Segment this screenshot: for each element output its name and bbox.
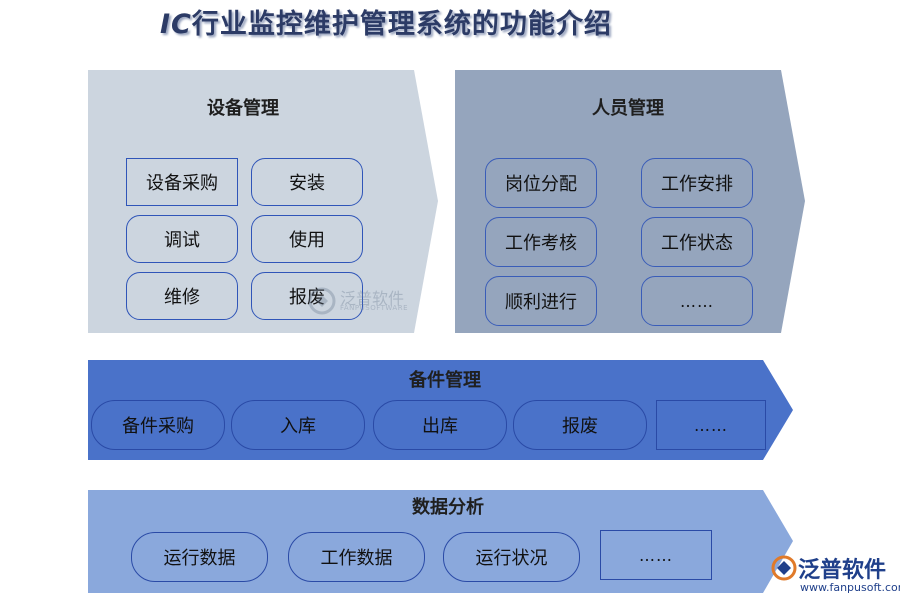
- watermark-sub: FANPUSOFTWARE: [340, 304, 408, 312]
- brand-logo-icon: [771, 555, 797, 581]
- equipment-item-install[interactable]: 安装: [251, 158, 363, 206]
- spare-parts-panel-title: 备件管理: [409, 370, 481, 391]
- data-analysis-item-work-data[interactable]: 工作数据: [288, 532, 425, 582]
- personnel-management-panel: 人员管理 岗位分配 工作安排 工作考核 工作状态 顺利进行 ……: [455, 70, 805, 333]
- spare-parts-item-more[interactable]: ……: [656, 400, 766, 450]
- personnel-item-assessment[interactable]: 工作考核: [485, 217, 597, 267]
- spare-parts-item-purchase[interactable]: 备件采购: [91, 400, 225, 450]
- equipment-item-use[interactable]: 使用: [251, 215, 363, 263]
- personnel-item-progress[interactable]: 顺利进行: [485, 276, 597, 326]
- personnel-panel-title: 人员管理: [592, 98, 664, 119]
- data-analysis-item-running-data[interactable]: 运行数据: [131, 532, 268, 582]
- watermark-icon: [308, 287, 336, 315]
- equipment-panel-title: 设备管理: [207, 98, 279, 119]
- personnel-panel-shape: [455, 70, 805, 333]
- brand-logo-name: 泛普软件: [798, 558, 887, 583]
- title-prefix: IC: [160, 9, 192, 40]
- page-title: IC行业监控维护管理系统的功能介绍: [160, 2, 720, 42]
- personnel-item-scheduling[interactable]: 工作安排: [641, 158, 753, 208]
- spare-parts-item-outbound[interactable]: 出库: [373, 400, 507, 450]
- spare-parts-management-panel: 备件管理 备件采购 入库 出库 报废 ……: [88, 360, 793, 460]
- equipment-item-purchase[interactable]: 设备采购: [126, 158, 238, 206]
- brand-logo-url: www.fanpusoft.com: [800, 581, 900, 594]
- equipment-item-scrap[interactable]: 报废: [251, 272, 363, 320]
- data-analysis-panel: 数据分析 运行数据 工作数据 运行状况 ……: [88, 490, 793, 593]
- watermark-logo: 泛普软件 FANPUSOFTWARE: [308, 285, 418, 315]
- personnel-item-status[interactable]: 工作状态: [641, 217, 753, 267]
- brand-logo: 泛普软件 www.fanpusoft.com: [770, 552, 900, 598]
- equipment-item-repair[interactable]: 维修: [126, 272, 238, 320]
- equipment-management-panel: 设备管理 设备采购 安装 调试 使用 维修 报废: [88, 70, 438, 333]
- spare-parts-item-inbound[interactable]: 入库: [231, 400, 365, 450]
- equipment-item-debug[interactable]: 调试: [126, 215, 238, 263]
- title-text: 行业监控维护管理系统的功能介绍: [191, 9, 612, 40]
- spare-parts-panel-shape: [88, 360, 793, 460]
- personnel-item-assignment[interactable]: 岗位分配: [485, 158, 597, 208]
- data-analysis-item-more[interactable]: ……: [600, 530, 712, 580]
- data-analysis-panel-title: 数据分析: [412, 497, 484, 518]
- data-analysis-item-running-status[interactable]: 运行状况: [443, 532, 580, 582]
- personnel-item-more[interactable]: ……: [641, 276, 753, 326]
- watermark-name: 泛普软件: [340, 289, 405, 308]
- spare-parts-item-scrap[interactable]: 报废: [513, 400, 647, 450]
